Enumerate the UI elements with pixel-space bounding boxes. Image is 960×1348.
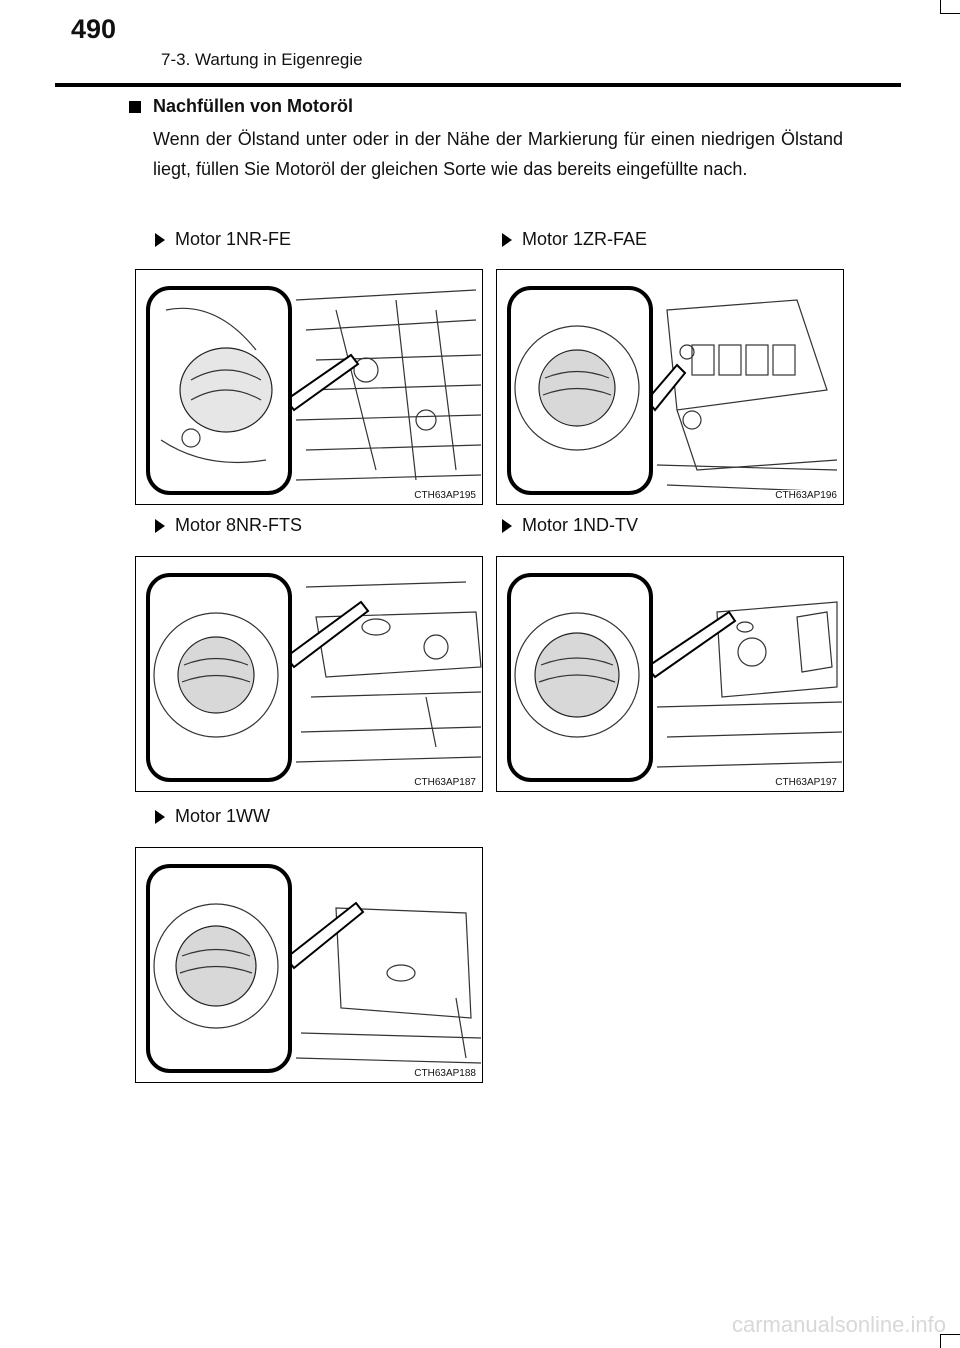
black-square-icon: [129, 100, 141, 113]
figure-code: CTH63AP188: [412, 1068, 478, 1079]
triangle-right-icon: [502, 232, 512, 247]
oil-filler-cap-illustration: [507, 286, 838, 495]
triangle-right-icon: [502, 518, 512, 533]
figure-code: CTH63AP197: [773, 777, 839, 788]
triangle-right-icon: [155, 232, 165, 247]
footer-watermark: carmanualsonline.info: [731, 1312, 946, 1337]
figure-code: CTH63AP187: [412, 777, 478, 788]
figure-code: CTH63AP196: [773, 490, 839, 501]
engine-label: Motor 8NR-FTS: [155, 515, 302, 536]
oil-filler-cap-illustration: [146, 286, 482, 495]
oil-filler-cap-illustration: [507, 573, 843, 782]
engine-figure: CTH63AP197: [496, 556, 844, 792]
engine-label: Motor 1WW: [155, 806, 270, 827]
engine-figure: CTH63AP195: [135, 269, 483, 505]
section-heading: Nachfüllen von Motoröl: [129, 96, 353, 117]
figure-code: CTH63AP195: [412, 490, 478, 501]
engine-figure: CTH63AP196: [496, 269, 844, 505]
body-paragraph: Wenn der Ölstand unter oder in der Nähe …: [153, 129, 843, 179]
engine-figure: CTH63AP188: [135, 847, 483, 1083]
crop-mark: [940, 1334, 960, 1335]
section-heading-text: Nachfüllen von Motoröl: [153, 96, 353, 116]
triangle-right-icon: [155, 518, 165, 533]
engine-label: Motor 1ND-TV: [502, 515, 638, 536]
engine-figure: CTH63AP187: [135, 556, 483, 792]
crop-mark: [940, 1334, 941, 1348]
page-number: 490: [71, 14, 117, 44]
oil-filler-cap-illustration: [146, 864, 482, 1073]
engine-label: Motor 1ZR-FAE: [502, 229, 647, 250]
header-section-title: 7-3. Wartung in Eigenregie: [161, 50, 363, 69]
crop-mark: [940, 0, 941, 14]
crop-mark: [940, 13, 960, 14]
header-divider: [55, 83, 901, 87]
engine-label: Motor 1NR-FE: [155, 229, 291, 250]
triangle-right-icon: [155, 809, 165, 824]
oil-filler-cap-illustration: [146, 573, 482, 782]
